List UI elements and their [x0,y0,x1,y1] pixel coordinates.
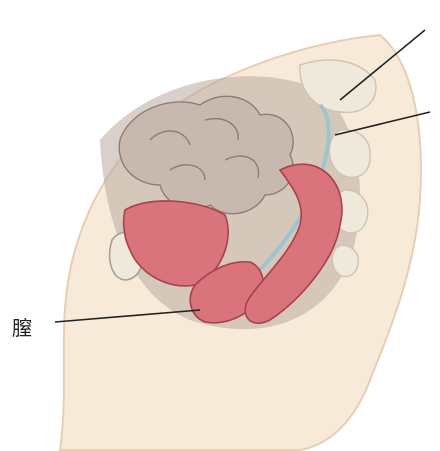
vagina-label: 膣 [12,312,32,341]
